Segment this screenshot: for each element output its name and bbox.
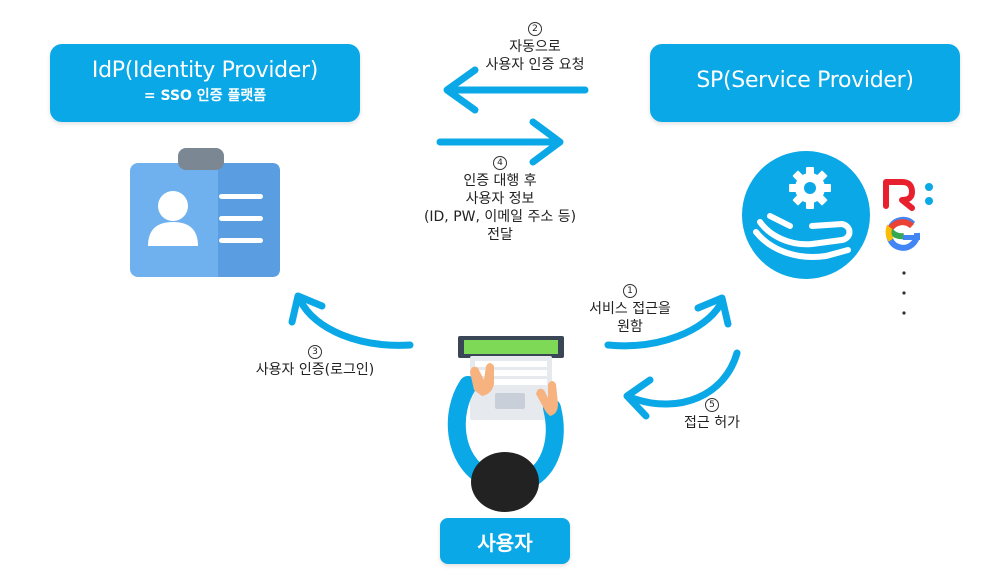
arrow-curve-permit — [623, 349, 741, 420]
step-4-label: 4 인증 대행 후 사용자 정보 (ID, PW, 이메일 주소 등) 전달 — [400, 152, 600, 244]
step-4-number: 4 — [493, 156, 507, 170]
id-card-icon — [130, 148, 280, 277]
service-hand-gear-icon — [742, 151, 870, 279]
step-1-number: 1 — [623, 284, 637, 298]
step-1-line-2: 원함 — [617, 319, 643, 335]
google-logo-icon — [885, 216, 920, 251]
step-2-label: 2 자동으로 사용자 인증 요청 — [470, 18, 600, 74]
step-4-line-3: (ID, PW, 이메일 주소 등) — [423, 209, 577, 225]
step-3-line-1: 사용자 인증(로그인) — [255, 362, 375, 378]
sp-box: SP(Service Provider) — [650, 44, 960, 122]
step-3-number: 3 — [308, 345, 322, 359]
laptop-user-icon — [447, 336, 564, 512]
step-1-line-1: 서비스 접근을 — [589, 301, 671, 317]
step-5-number: 5 — [705, 398, 719, 412]
step-4-line-2: 사용자 정보 — [465, 191, 535, 207]
step-1-label: 1 서비스 접근을 원함 — [570, 280, 690, 336]
step-2-line-2: 사용자 인증 요청 — [485, 57, 585, 73]
step-4-line-1: 인증 대행 후 — [463, 173, 537, 189]
user-box: 사용자 — [440, 518, 570, 564]
arrow-curve-auth — [288, 292, 414, 349]
arrow-right-deliver — [436, 118, 564, 166]
step-4-line-4: 전달 — [487, 227, 513, 243]
sp-title: SP(Service Provider) — [696, 68, 914, 93]
more-dots-icon — [902, 271, 906, 315]
idp-box: IdP(Identity Provider) = SSO 인증 플랫폼 — [50, 44, 360, 122]
step-5-label: 5 접근 허가 — [664, 394, 760, 432]
r-logo-icon — [883, 179, 933, 211]
step-2-number: 2 — [528, 22, 542, 36]
step-3-label: 3 사용자 인증(로그인) — [240, 341, 390, 379]
step-5-line-1: 접근 허가 — [684, 415, 740, 431]
idp-subtitle: = SSO 인증 플랫폼 — [143, 88, 267, 104]
user-title: 사용자 — [477, 531, 533, 555]
idp-title: IdP(Identity Provider) — [91, 58, 319, 83]
arrow-left-request — [443, 66, 589, 114]
arrow-curve-access — [604, 294, 732, 350]
step-2-line-1: 자동으로 — [509, 39, 561, 55]
